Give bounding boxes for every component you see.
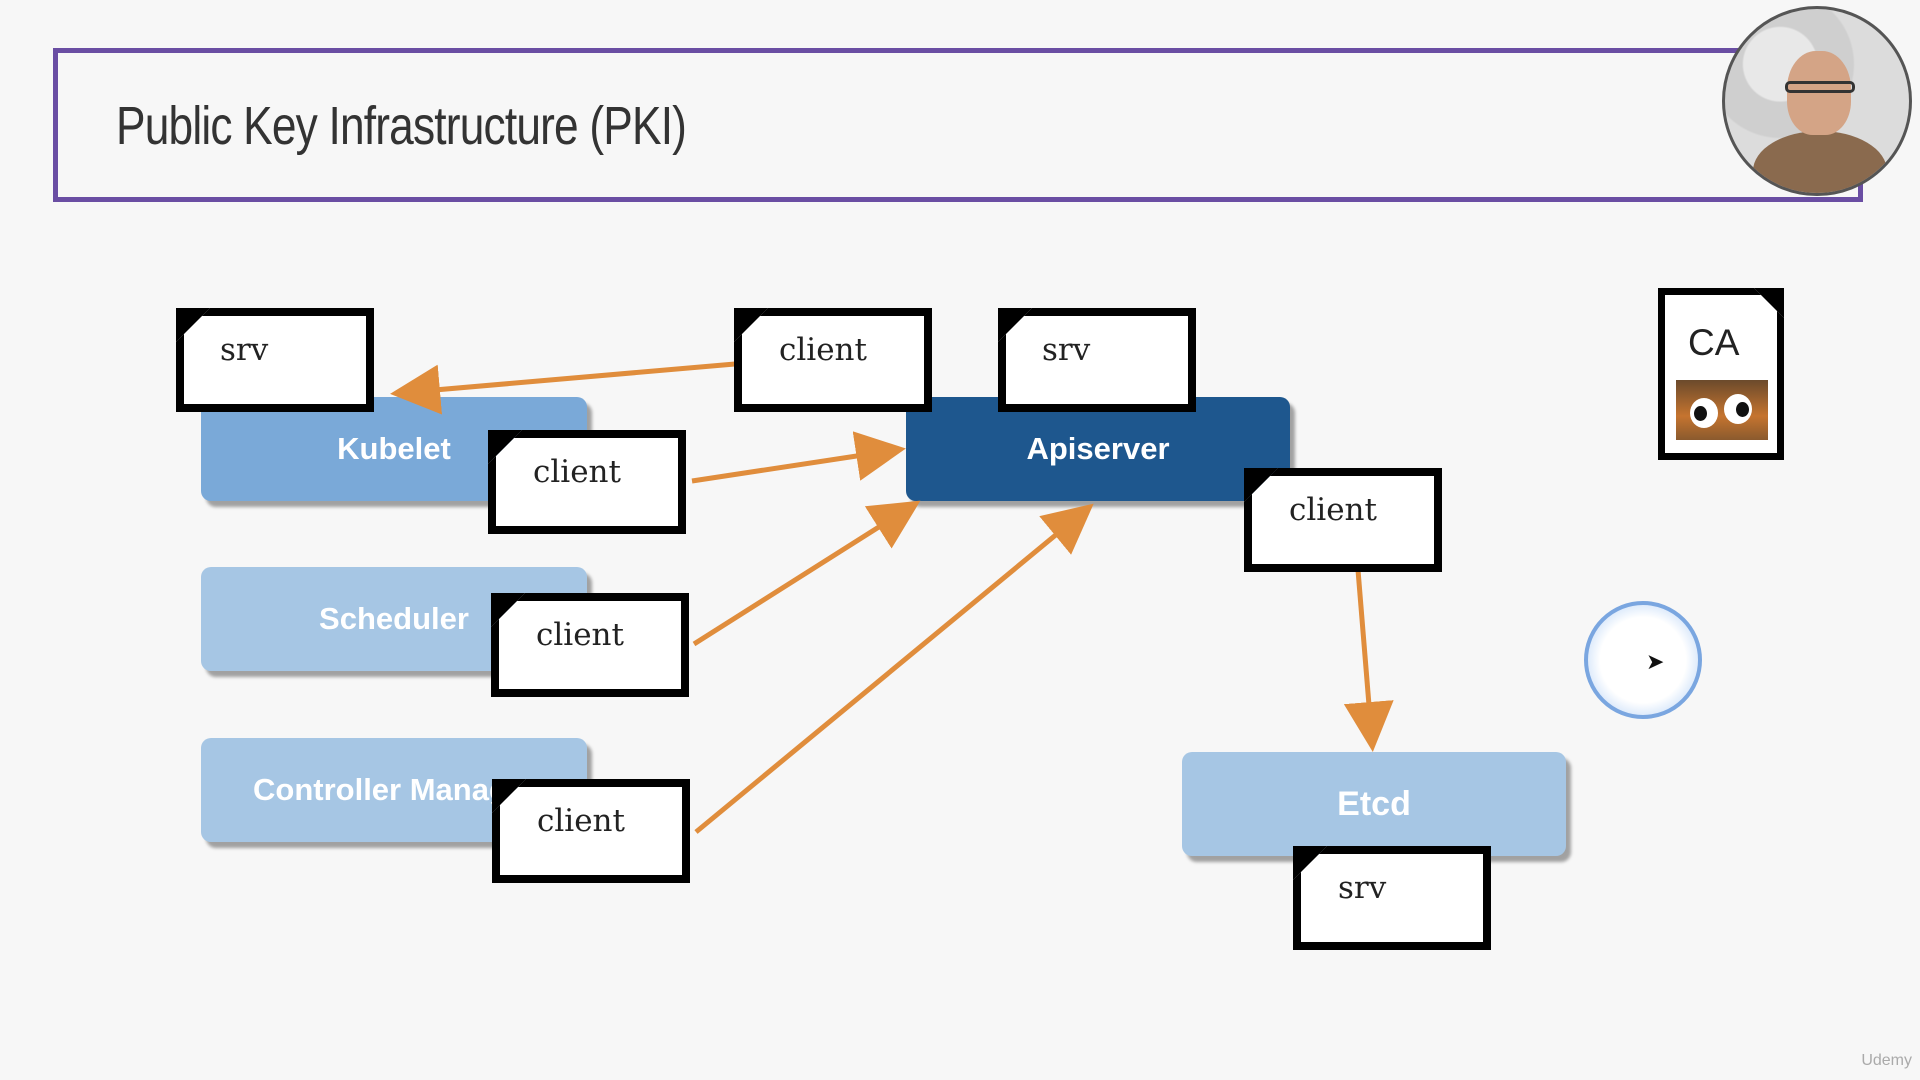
etcd-label: Etcd: [1337, 784, 1411, 823]
arrow-apiserver-to-etcd: [1343, 569, 1394, 752]
etcd-srv-cert: [1293, 846, 1491, 950]
etcd-box: Etcd: [1182, 752, 1566, 856]
apiserver-kubelet-client-cert-label: client: [779, 332, 867, 368]
apiserver-label: Apiserver: [1026, 431, 1170, 466]
ca-label: CA: [1688, 322, 1740, 363]
cert-corner: [491, 593, 525, 627]
cert-corner: [1244, 468, 1278, 502]
cert-corner: [492, 779, 526, 813]
presenter-body: [1753, 131, 1887, 193]
cert-corner: [176, 308, 210, 342]
cert-corner: [488, 430, 522, 464]
scheduler-label: Scheduler: [319, 601, 469, 636]
controller-manager-client-cert-label: client: [537, 803, 625, 839]
slide-title: Public Key Infrastructure (PKI): [116, 96, 687, 156]
controller-manager-client-cert: [492, 779, 690, 883]
cert-corner: [734, 308, 768, 342]
mouse-cursor-icon: ➤: [1646, 650, 1665, 675]
scheduler-client-cert-label: client: [536, 617, 624, 653]
apiserver-box: Apiserver: [906, 397, 1290, 501]
kubelet-label: Kubelet: [337, 431, 451, 466]
cert-corner: [998, 308, 1032, 342]
arrow-kubelet-to-apiserver: [691, 431, 906, 484]
ca-mascot-image: [1676, 380, 1768, 440]
mascot-pupil-right: [1736, 402, 1749, 417]
kubelet-srv-cert-label: srv: [220, 332, 269, 368]
cert-corner: [1293, 846, 1327, 880]
kubelet-client-cert: [488, 430, 686, 534]
etcd-srv-cert-label: srv: [1338, 870, 1387, 906]
kubelet-client-cert-label: client: [533, 454, 621, 490]
title-frame: [53, 48, 1863, 202]
presenter-glasses: [1785, 81, 1855, 93]
arrow-controller-manager-to-apiserver: [694, 503, 1094, 834]
arrow-apiserver-to-kubelet: [390, 359, 759, 415]
presenter-face: [1787, 51, 1851, 135]
apiserver-srv-cert: [998, 308, 1196, 412]
ca-corner: [1754, 288, 1784, 318]
controller-manager-label: Controller Manager: [253, 772, 538, 807]
mascot-pupil-left: [1694, 406, 1707, 421]
apiserver-srv-cert-label: srv: [1042, 332, 1091, 368]
cursor-highlight-ring: [1584, 601, 1702, 719]
arrow-scheduler-to-apiserver: [692, 500, 921, 647]
udemy-watermark: Udemy: [1861, 1052, 1912, 1069]
apiserver-etcd-client-cert-label: client: [1289, 492, 1377, 528]
presenter-webcam: [1722, 6, 1912, 196]
